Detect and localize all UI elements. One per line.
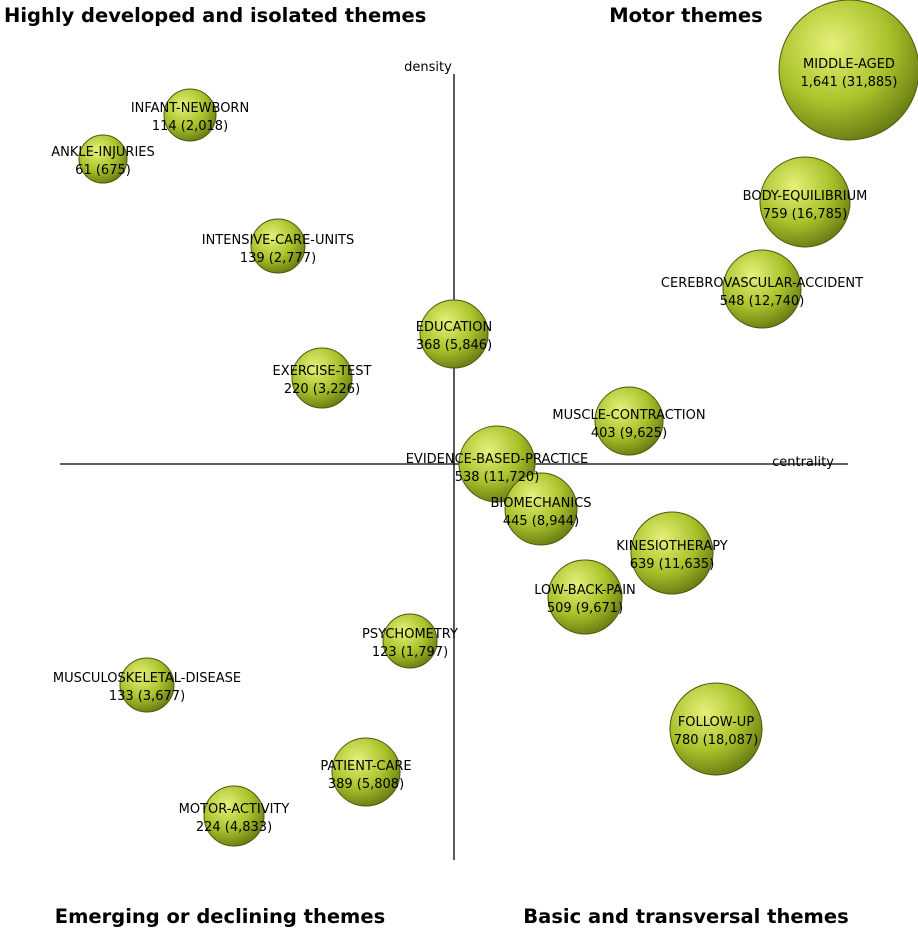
bubble-label-intensive-care-units: INTENSIVE-CARE-UNITS: [202, 233, 355, 248]
bubble-value-motor-activity: 224 (4,833): [196, 820, 272, 835]
bubble-psychometry: [382, 613, 438, 669]
bubble-value-intensive-care-units: 139 (2,777): [240, 251, 316, 266]
bubble-value-muscle-contraction: 403 (9,625): [591, 426, 667, 441]
bubble-low-back-pain: [547, 559, 623, 635]
bubble-value-education: 368 (5,846): [416, 338, 492, 353]
bubble-value-kinesiotherapy: 639 (11,635): [630, 557, 715, 572]
bubble-kinesiotherapy: [630, 511, 714, 595]
quadrant-title-bottom-left: Emerging or declining themes: [55, 905, 385, 928]
bubble-education: [419, 299, 489, 369]
bubble-motor-activity: [203, 785, 265, 847]
x-axis-label: centrality: [772, 455, 834, 470]
bubble-intensive-care-units: [250, 218, 306, 274]
bubble-label-motor-activity: MOTOR-ACTIVITY: [179, 802, 290, 817]
bubble-patient-care: [331, 737, 401, 807]
bubble-biomechanics: [504, 472, 578, 546]
bubble-value-musculoskeletal-disease: 133 (3,677): [109, 689, 185, 704]
bubble-muscle-contraction: [594, 386, 664, 456]
bubble-label-infant-newborn: INFANT-NEWBORN: [131, 101, 249, 116]
bubble-value-infant-newborn: 114 (2,018): [152, 119, 228, 134]
bubble-middle-aged: [778, 0, 918, 141]
bubble-value-body-equilibrium: 759 (16,785): [763, 207, 848, 222]
bubble-value-ankle-injuries: 61 (675): [75, 163, 131, 178]
bubble-value-low-back-pain: 509 (9,671): [547, 601, 623, 616]
bubble-label-evidence-based-practice: EVIDENCE-BASED-PRACTICE: [406, 452, 589, 467]
bubble-label-low-back-pain: LOW-BACK-PAIN: [534, 583, 636, 598]
quadrant-title-bottom-right: Basic and transversal themes: [523, 905, 848, 928]
bubble-label-musculoskeletal-disease: MUSCULOSKELETAL-DISEASE: [53, 671, 241, 686]
quadrant-title-top-right: Motor themes: [609, 4, 763, 27]
bubble-follow-up: [669, 682, 763, 776]
bubble-value-cerebrovascular-accident: 548 (12,740): [720, 294, 805, 309]
bubble-label-exercise-test: EXERCISE-TEST: [273, 364, 372, 379]
bubble-value-patient-care: 389 (5,808): [328, 777, 404, 792]
label-layer: MIDDLE-AGED 1,641 (31,885) BODY-EQUILIBRIU…: [51, 57, 897, 835]
bubble-label-body-equilibrium: BODY-EQUILIBRIUM: [743, 189, 868, 204]
quadrant-title-top-left: Highly developed and isolated themes: [4, 4, 426, 27]
bubble-label-education: EDUCATION: [416, 320, 492, 335]
bubble-label-biomechanics: BIOMECHANICS: [490, 496, 591, 511]
bubble-value-middle-aged: 1,641 (31,885): [801, 75, 898, 90]
bubble-label-kinesiotherapy: KINESIOTHERAPY: [616, 539, 727, 554]
y-axis-label: density: [404, 60, 452, 75]
bubble-label-patient-care: PATIENT-CARE: [320, 759, 411, 774]
bubble-ankle-injuries: [78, 134, 128, 184]
bubble-infant-newborn: [163, 88, 217, 142]
bubble-value-exercise-test: 220 (3,226): [284, 382, 360, 397]
bubble-label-cerebrovascular-accident: CEREBROVASCULAR-ACCIDENT: [661, 276, 863, 291]
bubble-value-evidence-based-practice: 538 (11,720): [455, 470, 540, 485]
bubble-label-muscle-contraction: MUSCLE-CONTRACTION: [552, 408, 705, 423]
bubble-exercise-test: [291, 347, 353, 409]
bubble-label-psychometry: PSYCHOMETRY: [362, 627, 458, 642]
bubble-value-psychometry: 123 (1,797): [372, 645, 448, 660]
bubble-label-ankle-injuries: ANKLE-INJURIES: [51, 145, 155, 160]
bubble-cerebrovascular-accident: [722, 249, 802, 329]
bubble-value-follow-up: 780 (18,087): [674, 733, 759, 748]
bubble-label-middle-aged: MIDDLE-AGED: [803, 57, 895, 72]
bubble-body-equilibrium: [759, 156, 851, 248]
bubble-value-biomechanics: 445 (8,944): [503, 514, 579, 529]
bubble-musculoskeletal-disease: [119, 657, 175, 713]
bubble-layer: [78, 0, 918, 847]
bubble-label-follow-up: FOLLOW-UP: [678, 715, 754, 730]
